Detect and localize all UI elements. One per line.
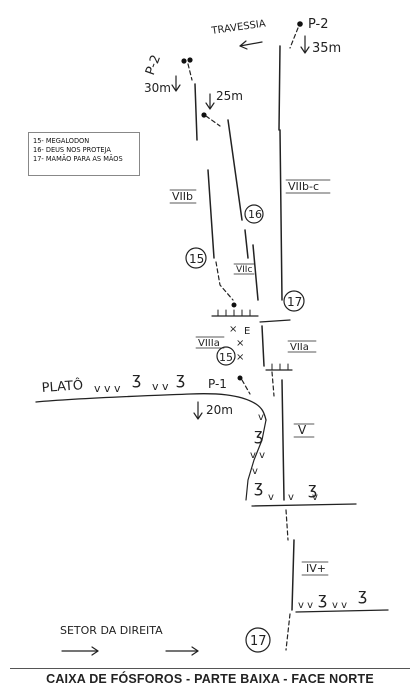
label-25m: 25m <box>216 89 243 103</box>
anchor-bolt <box>237 375 243 381</box>
sector-arrow-head <box>91 646 99 656</box>
route-dashed-connector <box>205 115 221 127</box>
label-grade-viic: VIIc <box>236 265 252 275</box>
label-grade-viibc: VIIb-c <box>288 180 319 193</box>
route-line-viiia <box>261 325 265 367</box>
rappel-arrow-head <box>205 102 215 110</box>
sector-arrow-head <box>191 646 199 656</box>
vegetation-marks: v v <box>250 450 265 461</box>
label-grade-v: V <box>298 423 307 437</box>
legend-item: 16- DEUS NOS PROTEJA <box>33 146 111 154</box>
route-dashed-connector <box>285 613 291 651</box>
vegetation-marks: v v v <box>94 382 121 395</box>
footer-divider <box>10 668 410 669</box>
label-20m: 20m <box>206 403 233 417</box>
vegetation-marks: ʒ <box>176 369 185 388</box>
vegetation-marks: v <box>258 412 264 423</box>
label-route-15-upper: 15 <box>189 252 204 266</box>
plato-ledge-line <box>35 393 267 421</box>
vegetation-marks: ʒ <box>358 585 367 604</box>
vegetation-marks: ʒ <box>318 589 327 608</box>
vegetation-marks: ʒ <box>254 477 263 496</box>
label-traverse: TRAVESSIA <box>210 18 267 37</box>
label-30m: 30m <box>144 81 171 95</box>
label-grade-ivplus: IV+ <box>306 562 326 575</box>
anchor-bolt <box>201 112 207 118</box>
bolt-marker: × <box>236 338 244 349</box>
route-line-v <box>281 379 285 501</box>
anchor-bolt <box>181 58 187 64</box>
label-grade-viiia: VIIIa <box>198 338 220 349</box>
rappel-arrow-head <box>193 412 203 420</box>
anchor-bolt <box>231 302 237 308</box>
bolt-marker: × <box>236 352 244 363</box>
route-line-viib <box>207 169 215 259</box>
ledge-line <box>251 503 357 507</box>
bolt-marker: × <box>229 324 237 335</box>
vegetation-marks: v <box>268 492 274 503</box>
route-number-circle-17 <box>245 627 271 653</box>
legend-item: 15- MEGALODON <box>33 137 90 145</box>
route-dashed-connector <box>187 63 193 81</box>
anchor-bolt <box>187 57 193 63</box>
vegetation-marks: v <box>288 492 294 503</box>
route-legend: 15- MEGALODON 16- DEUS NOS PROTEJA 17- M… <box>28 132 140 176</box>
vegetation-marks: v v <box>332 600 347 611</box>
route-dashed-connector <box>215 261 234 301</box>
route-dashed-connector <box>285 509 289 541</box>
traverse-arrow <box>239 41 263 47</box>
vegetation-marks: v v <box>298 600 313 611</box>
page-title: CAIXA DE FÓSFOROS - PARTE BAIXA - FACE N… <box>46 672 374 686</box>
label-grade-viia: VIIa <box>290 342 309 353</box>
legend-item: 17- MAMÃO PARA AS MÃOS <box>33 155 123 163</box>
vegetation-marks: ʒ <box>132 369 141 388</box>
vegetation-marks: v v <box>152 380 169 393</box>
route-line-ivplus <box>291 539 295 611</box>
label-plato: PLATÔ <box>41 377 83 396</box>
label-route-17-mid: 17 <box>287 295 302 309</box>
label-setor: SETOR DA DIREITA <box>60 624 163 637</box>
route-line-viibc <box>278 45 281 131</box>
route-number-circle-15 <box>185 247 207 269</box>
ledge-line <box>259 319 291 323</box>
label-p2-left: P-2 <box>143 53 164 77</box>
label-grade-viib: VIIb <box>172 190 193 203</box>
route-line-viib <box>194 83 198 141</box>
label-35m: 35m <box>312 41 341 56</box>
wall-edge <box>245 419 267 501</box>
vegetation-marks: ʒ <box>254 425 263 444</box>
ledge-ticks <box>271 363 289 371</box>
vegetation-marks: ʒ <box>308 479 317 498</box>
label-p2-top: P-2 <box>308 17 329 32</box>
label-route-15-mid: 15 <box>219 351 233 364</box>
ledge-line <box>295 609 389 613</box>
route-dashed-connector <box>241 379 251 395</box>
rappel-arrow-head <box>171 84 181 92</box>
label-p1: P-1 <box>208 377 227 391</box>
route-dashed-connector <box>289 27 299 49</box>
route-line-viibc <box>279 129 283 301</box>
route-number-circle-15 <box>216 346 236 366</box>
route-line-16b <box>244 229 249 259</box>
label-route-17-bottom: 17 <box>250 634 267 649</box>
route-number-circle-16 <box>244 204 264 224</box>
rappel-arrow-head <box>300 46 310 54</box>
vegetation-marks: v <box>312 492 318 503</box>
ledge-ticks <box>217 309 251 317</box>
route-number-circle-17 <box>283 290 305 312</box>
vegetation-marks: v <box>252 466 258 477</box>
anchor-bolt <box>297 21 303 27</box>
route-line-16 <box>227 119 243 221</box>
route-dashed-connector <box>271 371 275 397</box>
traverse-arrow-head <box>239 40 248 50</box>
bolt-marker: E <box>244 326 250 337</box>
route-line-viic <box>252 244 259 301</box>
label-route-16: 16 <box>248 208 262 221</box>
